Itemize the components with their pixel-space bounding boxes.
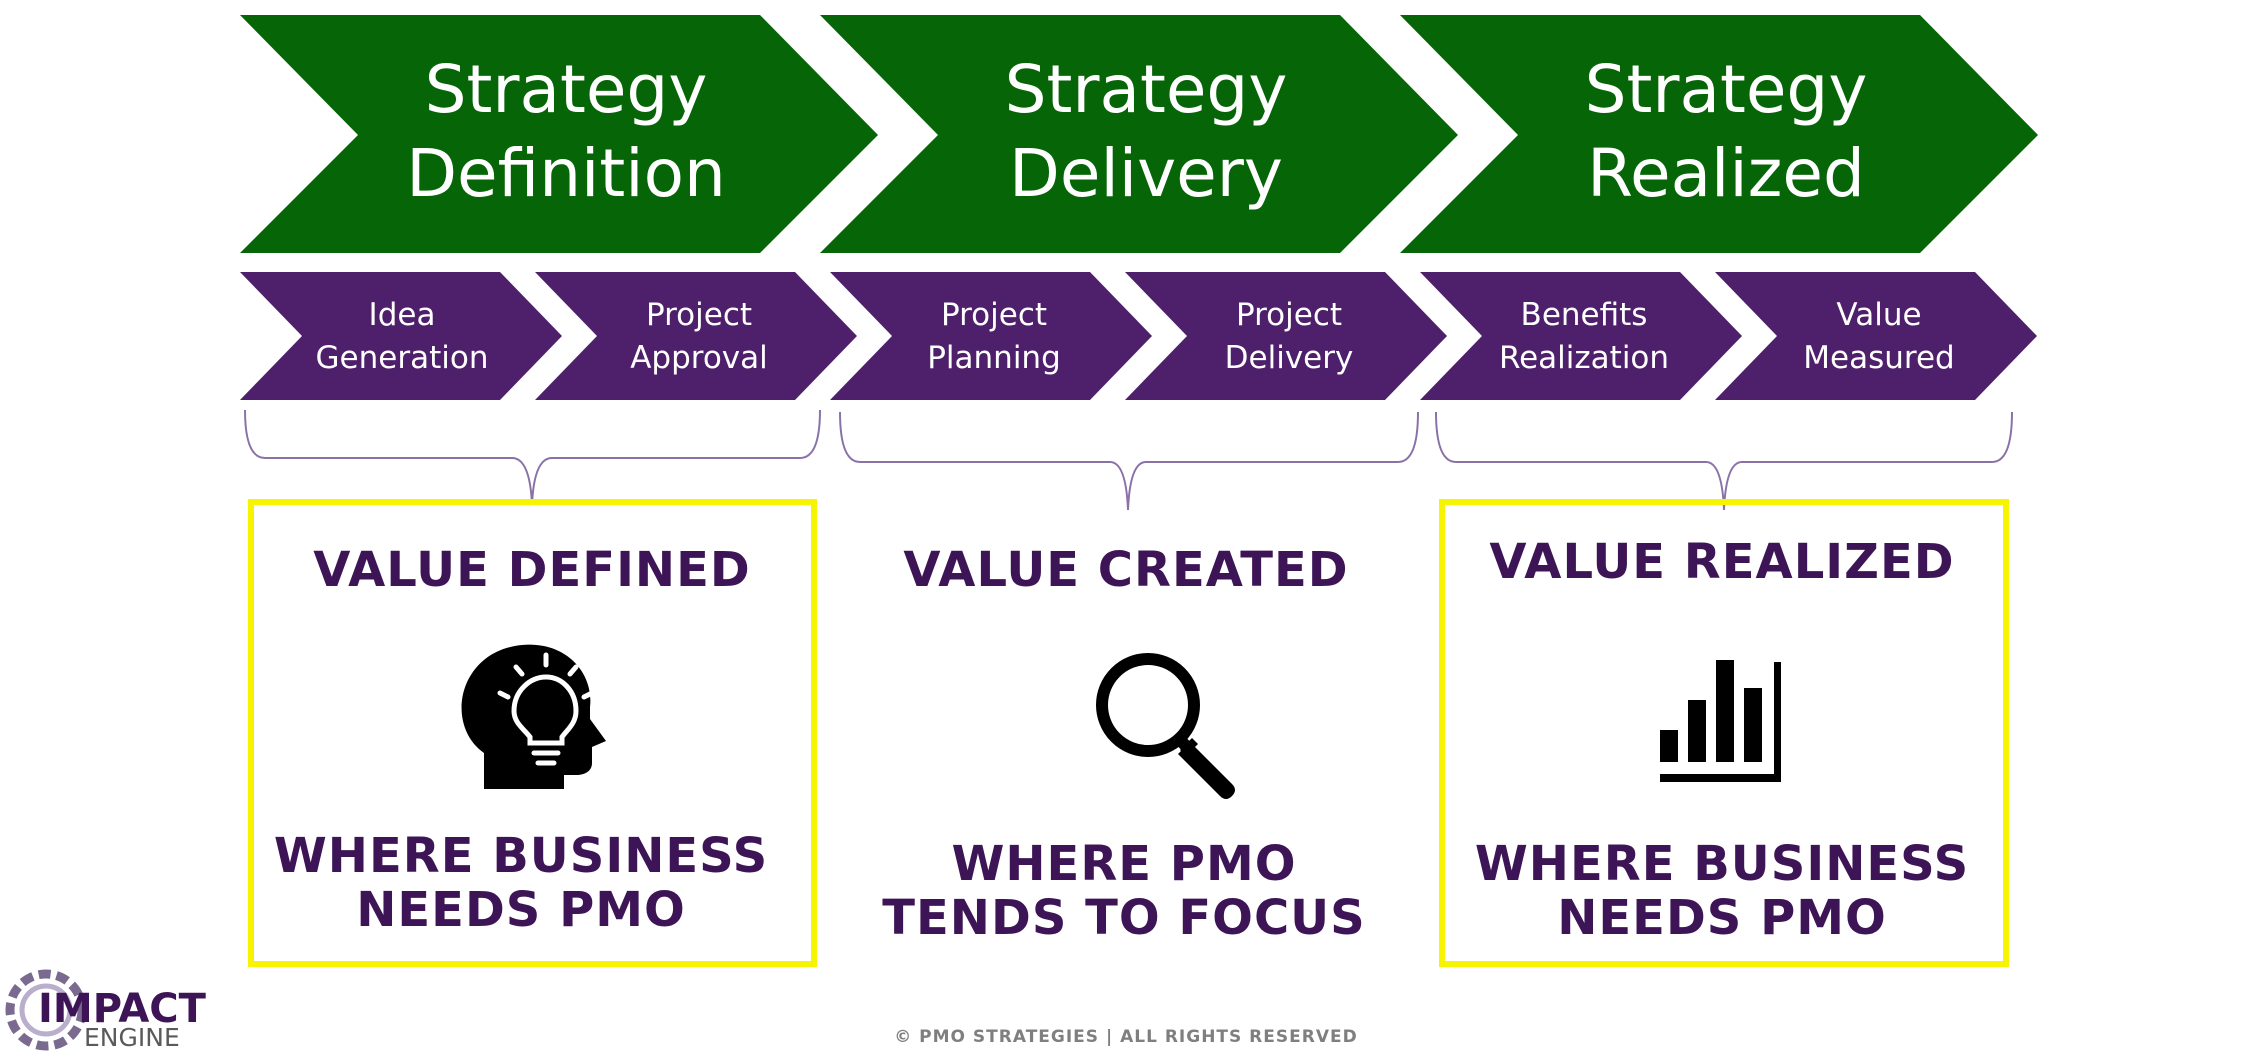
- stage-chevron-shape: [535, 272, 857, 400]
- value-caption-realized-line1: WHERE BUSINESS: [1475, 836, 1969, 892]
- stage-label-line1: Idea: [369, 297, 436, 333]
- phase-label-line2: Realized: [1587, 135, 1865, 212]
- phase-label-line1: Strategy: [1585, 51, 1868, 128]
- stage-label-line1: Value: [1836, 297, 1921, 333]
- bar-chart-icon: [1660, 660, 1781, 782]
- stage-label-line2: Measured: [1803, 340, 1954, 376]
- impact-engine-logo: IMPACT ENGINE: [5, 969, 207, 1052]
- stage-chevron-value-measured: Value Measured: [1715, 272, 2037, 400]
- stage-chevron-shape: [1715, 272, 2037, 400]
- stage-label-line2: Approval: [630, 340, 768, 376]
- value-caption-created-line2: TENDS TO FOCUS: [882, 890, 1365, 946]
- value-caption-realized-line2: NEEDS PMO: [1557, 890, 1887, 946]
- stage-chevron-project-delivery: Project Delivery: [1125, 272, 1447, 400]
- footer-copyright: © PMO STRATEGIES | ALL RIGHTS RESERVED: [894, 1027, 1357, 1047]
- stage-chevron-benefits-realization: Benefits Realization: [1420, 272, 1742, 400]
- stage-chevron-shape: [240, 272, 562, 400]
- logo-main-text: IMPACT: [38, 986, 207, 1032]
- stage-chevron-project-approval: Project Approval: [535, 272, 857, 400]
- phase-chevron-strategy-realized: Strategy Realized: [1400, 15, 2038, 253]
- stage-label-line1: Project: [1236, 297, 1342, 333]
- phase-label-line2: Definition: [406, 135, 726, 212]
- stage-chevron-project-planning: Project Planning: [830, 272, 1152, 400]
- phase-chevron-strategy-definition: Strategy Definition: [240, 15, 878, 253]
- value-title-defined: VALUE DEFINED: [313, 542, 750, 598]
- highlight-box-value-realized: [1439, 499, 2009, 967]
- stage-label-line1: Benefits: [1521, 297, 1648, 333]
- brace-value-realized: [1435, 411, 2013, 511]
- brace-value-created: [839, 411, 1419, 511]
- stage-label-line2: Generation: [316, 340, 489, 376]
- highlight-box-value-defined: [248, 499, 817, 967]
- stage-label-line1: Project: [941, 297, 1047, 333]
- stage-label-line1: Project: [646, 297, 752, 333]
- stage-label-line2: Planning: [927, 340, 1061, 376]
- phase-label-line1: Strategy: [1005, 51, 1288, 128]
- phase-chevron-shape: [240, 15, 878, 253]
- braces: [244, 409, 2013, 511]
- phase-chevron-shape: [820, 15, 1458, 253]
- stage-chevron-shape: [1420, 272, 1742, 400]
- brace-value-defined: [244, 409, 821, 506]
- value-caption-created-line1: WHERE PMO: [951, 836, 1296, 892]
- stage-chevron-shape: [830, 272, 1152, 400]
- value-caption-defined-line1: WHERE BUSINESS: [274, 828, 768, 884]
- stage-chevron-shape: [1125, 272, 1447, 400]
- magnifier-icon: [1096, 653, 1235, 799]
- phase-chevron-shape: [1400, 15, 2038, 253]
- value-caption-defined-line2: NEEDS PMO: [356, 882, 686, 938]
- value-title-created: VALUE CREATED: [903, 542, 1348, 598]
- value-title-realized: VALUE REALIZED: [1489, 534, 1954, 590]
- stage-label-line2: Delivery: [1225, 340, 1354, 376]
- phase-chevron-strategy-delivery: Strategy Delivery: [820, 15, 1458, 253]
- gear-icon: [5, 969, 87, 1051]
- phase-label-line1: Strategy: [425, 51, 708, 128]
- phase-label-line2: Delivery: [1009, 135, 1283, 212]
- stage-chevron-idea-generation: Idea Generation: [240, 272, 562, 400]
- stage-label-line2: Realization: [1499, 340, 1669, 376]
- logo-sub-text: ENGINE: [84, 1023, 180, 1052]
- head-lightbulb-icon: [461, 644, 606, 789]
